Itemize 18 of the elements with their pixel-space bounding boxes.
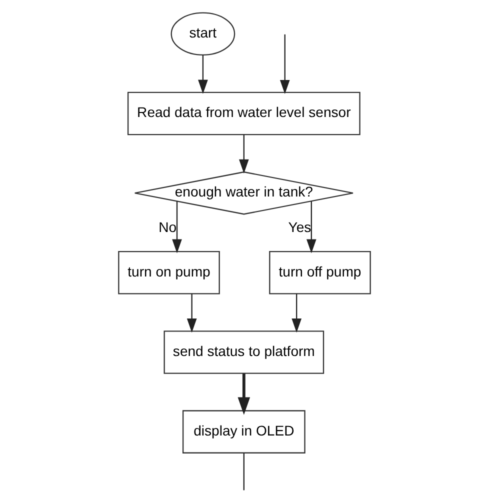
connector	[242, 453, 244, 490]
arrow	[237, 374, 250, 415]
arrow	[306, 201, 316, 254]
node-ellipse: start	[170, 12, 235, 56]
node-box: send status to platform	[163, 330, 324, 374]
edge-label: Yes	[288, 218, 311, 235]
node-box: turn off pump	[268, 251, 370, 294]
node-diamond: enough water in tank?	[134, 171, 354, 215]
arrow	[172, 201, 182, 254]
node-box: display in OLED	[182, 410, 305, 454]
arrow	[186, 294, 196, 333]
arrow	[238, 134, 248, 174]
arrow	[279, 34, 290, 94]
arrow	[198, 55, 208, 94]
node-box: Read data from water level sensor	[126, 92, 360, 136]
node-box: turn on pump	[118, 251, 220, 294]
edge-label: No	[158, 218, 176, 235]
arrow	[291, 294, 301, 333]
